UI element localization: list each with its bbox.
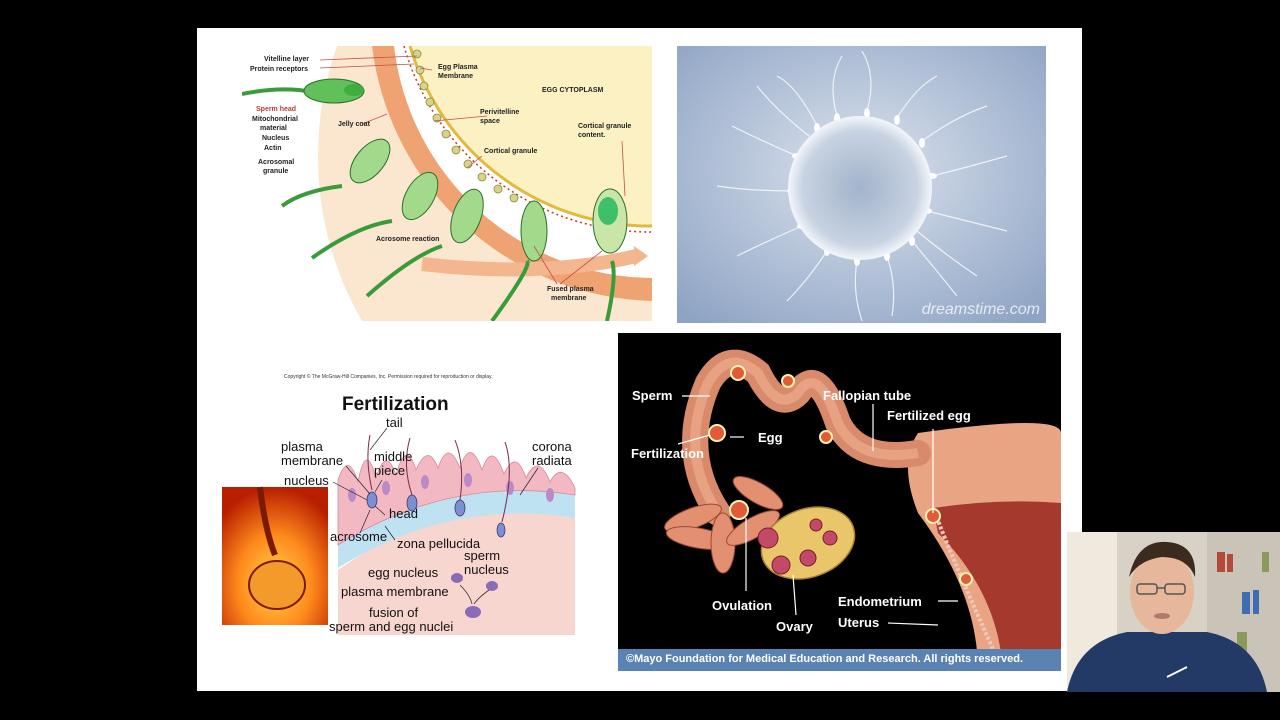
label-sperm: Sperm — [632, 388, 673, 403]
fertilization-title: Fertilization — [342, 394, 449, 415]
label-fused-plasma-2: membrane — [551, 295, 587, 302]
sperm-tails-fert — [367, 434, 510, 523]
egg-cytoplasm — [410, 46, 652, 227]
presenter-hair — [1129, 541, 1196, 577]
sperm-nucleus — [486, 581, 498, 591]
endometrium — [931, 507, 1005, 671]
presenter-shirt — [1067, 632, 1267, 692]
label-egg-plasma-membrane: plasma membrane — [341, 584, 449, 599]
zona-pellucida-layer — [338, 490, 575, 568]
label-head: head — [389, 506, 418, 521]
label-perivitelline-2: space — [480, 118, 500, 125]
label-plasma-membrane: plasma — [281, 439, 323, 454]
label-mitochondrial-2: material — [260, 125, 287, 132]
label-cortical-granule: Cortical granule — [484, 148, 538, 155]
label-cortical-granule-content: Cortical granule — [578, 123, 632, 130]
webcam-presenter-video — [1067, 532, 1280, 692]
mcgraw-hill-copyright: Copyright © The McGraw-Hill Companies, I… — [284, 374, 493, 380]
label-fused-plasma: Fused plasma — [547, 286, 594, 293]
eggs-in-tube — [708, 365, 973, 586]
label-acrosome-reaction: Acrosome reaction — [376, 236, 440, 243]
label-mitochondrial: Mitochondrial — [252, 116, 298, 123]
reproductive-tract-diagram: Sperm Egg Fertilization Fallopian tube F… — [618, 333, 1061, 671]
label-jelly-coat: Jelly coat — [338, 121, 370, 128]
label-uterus: Uterus — [838, 615, 880, 630]
label-fertilization: Fertilization — [631, 446, 704, 461]
label-sperm-nucleus-2: nucleus — [464, 562, 509, 577]
sperm-tails — [716, 50, 1008, 322]
label-fusion-2: sperm and egg nuclei — [329, 619, 454, 634]
ovarian-follicles — [757, 518, 838, 575]
label-cortical-granule-content-2: content. — [578, 132, 606, 139]
label-fertilized-egg: Fertilized egg — [887, 408, 971, 423]
fimbriae — [664, 476, 784, 574]
fertilization-illustration — [222, 427, 576, 635]
mayo-copyright: ©Mayo Foundation for Medical Education a… — [626, 653, 1024, 665]
fertilization-diagram: Copyright © The McGraw-Hill Companies, I… — [220, 370, 580, 635]
label-fusion: fusion of — [369, 605, 419, 620]
webcam-feed — [1067, 532, 1280, 692]
label-egg-plasma-membrane-2: Membrane — [438, 73, 474, 80]
label-middle-piece-2: piece — [374, 463, 406, 478]
reproductive-illustration — [618, 333, 1061, 671]
presenter-face — [1130, 550, 1194, 634]
label-egg-plasma-membrane: Egg Plasma — [438, 64, 478, 71]
label-acrosomal: Acrosomal — [258, 159, 295, 166]
label-vitelline-layer: Vitelline layer — [264, 56, 310, 63]
label-plasma-membrane-2: membrane — [281, 453, 344, 468]
sperm-egg-penetration-diagram: Vitelline layer Protein receptors Egg Pl… — [242, 46, 652, 321]
label-egg-cytoplasm: EGG CYTOPLASM — [542, 87, 604, 94]
label-fallopian-tube: Fallopian tube — [823, 388, 912, 403]
egg-cell — [788, 116, 932, 260]
mayo-copyright-bar: ©Mayo Foundation for Medical Education a… — [618, 649, 1061, 671]
label-acrosome: acrosome — [330, 529, 388, 544]
label-acrosomal-2: granule — [263, 168, 289, 175]
label-corona-radiata-2: radiata — [532, 453, 572, 468]
label-sperm-head: Sperm head — [256, 106, 297, 113]
egg-cytoplasm-layer — [338, 509, 575, 635]
corona-nuclei — [348, 473, 554, 502]
egg-sperm-photo: dreamstime.com — [677, 46, 1046, 323]
label-perivitelline: Perivitelline — [480, 109, 520, 116]
label-zona-pellucida: zona pellucida — [397, 536, 481, 551]
label-egg: Egg — [758, 430, 783, 445]
corona-radiata-cells — [337, 452, 576, 546]
shirt-logo — [1166, 666, 1188, 678]
label-tail: tail — [386, 415, 403, 430]
egg-photo-illustration — [677, 46, 1046, 323]
jelly-coat — [317, 46, 652, 321]
label-egg-nucleus: egg nucleus — [368, 565, 439, 580]
penetration-illustration — [242, 46, 652, 321]
sperm-cells — [242, 78, 628, 321]
label-sperm-nucleus: sperm — [464, 548, 501, 563]
sperm-heads-fert — [366, 491, 506, 538]
dreamstime-watermark: dreamstime.com — [921, 301, 1040, 318]
fused-nuclei — [465, 606, 481, 618]
label-actin: Actin — [264, 145, 282, 152]
label-nucleus: nucleus — [284, 473, 329, 488]
label-ovulation: Ovulation — [712, 598, 772, 613]
uterine-cavity — [933, 501, 1061, 671]
egg-nucleus — [451, 573, 463, 583]
label-ovary: Ovary — [776, 619, 813, 634]
label-protein-receptors: Protein receptors — [250, 66, 308, 73]
label-endometrium: Endometrium — [838, 594, 922, 609]
label-corona-radiata: corona — [532, 439, 572, 454]
label-nucleus-d1: Nucleus — [262, 135, 290, 142]
label-middle-piece: middle — [374, 449, 413, 464]
